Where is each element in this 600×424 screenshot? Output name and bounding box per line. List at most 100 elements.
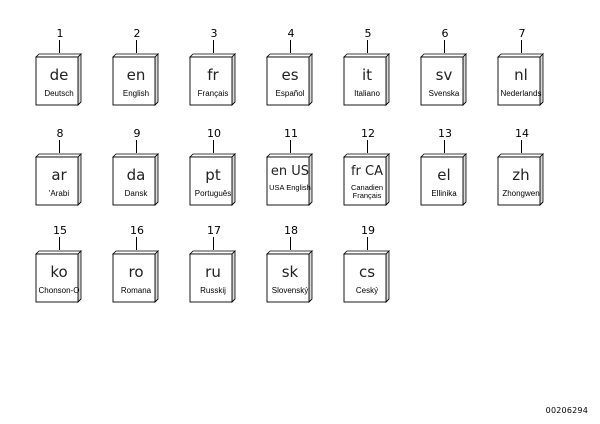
callout-leader-line: [136, 140, 137, 153]
language-code: nl: [514, 66, 528, 84]
book-icon: fr CA Canadien Français: [342, 153, 390, 206]
language-name: 'Arabi: [48, 189, 70, 198]
document-id: 00206294: [545, 406, 588, 415]
language-name: Romana: [120, 286, 152, 295]
language-name: Nederlands: [500, 89, 542, 98]
callout-leader-line: [290, 140, 291, 153]
language-name: Italiano: [354, 89, 380, 98]
language-name: Ceský: [355, 286, 379, 295]
callout-number: 13: [438, 127, 452, 140]
callout-number: 1: [56, 27, 64, 40]
callout-number: 5: [364, 27, 372, 40]
language-code: ar: [51, 166, 67, 184]
language-name: Dansk: [124, 189, 148, 198]
callout-number: 9: [133, 127, 141, 140]
callout-number: 6: [441, 27, 449, 40]
language-code: sk: [281, 263, 299, 281]
language-code: ru: [205, 263, 221, 281]
language-code: en: [126, 66, 146, 84]
language-code: zh: [512, 166, 530, 184]
callout-number: 3: [210, 27, 218, 40]
language-name: Chonson-O: [38, 286, 80, 295]
language-code: es: [281, 66, 299, 84]
callout-leader-line: [444, 140, 445, 153]
callout-leader-line: [290, 237, 291, 250]
callout-number: 18: [284, 224, 298, 237]
callout-leader-line: [367, 237, 368, 250]
language-code: cs: [358, 263, 376, 281]
callout-number: 17: [207, 224, 221, 237]
language-name: Zhongwen: [502, 189, 540, 198]
callout-number: 2: [133, 27, 141, 40]
language-name: USA English: [269, 183, 311, 192]
book-icon: en US USA English: [265, 153, 313, 206]
language-code: da: [126, 166, 146, 184]
callout-leader-line: [367, 40, 368, 53]
callout-number: 8: [56, 127, 64, 140]
language-book-8: 8 ar 'Arabi: [34, 128, 86, 218]
callout-number: 15: [53, 224, 67, 237]
callout-number: 14: [515, 127, 529, 140]
callout-number: 16: [130, 224, 144, 237]
language-name: Español: [275, 89, 305, 98]
callout-leader-line: [290, 40, 291, 53]
language-book-12: 12 fr CA Canadien Français: [342, 128, 394, 218]
language-code: el: [437, 166, 451, 184]
callout-leader-line: [59, 40, 60, 53]
callout-leader-line: [59, 237, 60, 250]
language-name: Português: [194, 189, 232, 198]
callout-leader-line: [367, 140, 368, 153]
language-name: Canadien Français: [350, 183, 384, 200]
callout-leader-line: [213, 40, 214, 53]
callout-leader-line: [521, 40, 522, 53]
language-code: it: [361, 66, 373, 84]
language-code: sv: [435, 66, 453, 84]
language-name: Slovenský: [271, 286, 309, 295]
callout-leader-line: [136, 237, 137, 250]
callout-leader-line: [444, 40, 445, 53]
language-name: Deutsch: [44, 89, 74, 98]
language-name: Français: [197, 89, 229, 98]
callout-leader-line: [136, 40, 137, 53]
language-name: Ellinika: [431, 189, 457, 198]
language-code: de: [49, 66, 69, 84]
language-code: ro: [128, 263, 144, 281]
language-code: fr CA: [350, 164, 384, 179]
callout-leader-line: [521, 140, 522, 153]
language-name: Svenska: [428, 89, 460, 98]
callout-number: 12: [361, 127, 375, 140]
callout-number: 7: [518, 27, 526, 40]
language-name: English: [122, 89, 150, 98]
language-code: en US: [270, 164, 310, 179]
callout-leader-line: [213, 237, 214, 250]
book-icon: ar 'Arabi: [34, 153, 82, 206]
